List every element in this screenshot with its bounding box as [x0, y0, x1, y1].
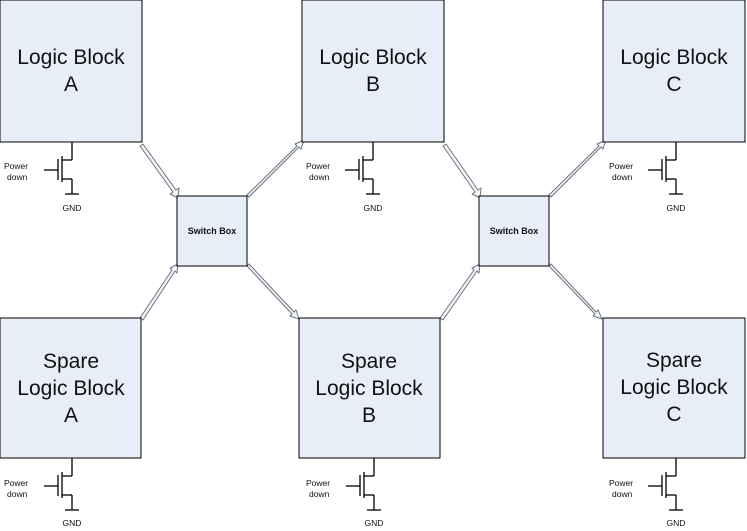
power-gate-logic-a-label-1: Power [4, 161, 28, 171]
power-gate-logic-c-gnd: GND [667, 203, 686, 213]
arrow-switch-2-to-logic-c [548, 139, 607, 198]
power-gate-spare-a-gnd: GND [63, 518, 82, 528]
logic-block-b-line-1: Logic Block [319, 46, 427, 69]
arrow-logic-b-to-switch-2 [442, 143, 482, 199]
connection-arrows [139, 139, 607, 321]
power-gate-spare-a-label-2: down [7, 489, 28, 499]
spare-logic-block-b-line-3: B [362, 404, 376, 427]
power-gate-logic-a-gnd: GND [63, 203, 82, 213]
power-gate-spare-b-label-1: Power [306, 478, 330, 488]
logic-block-a: Logic Block A [0, 0, 143, 143]
power-gate-logic-b-gnd: GND [364, 203, 383, 213]
power-gate-spare-b: Power down GND [306, 457, 384, 528]
spare-logic-block-a-line-2: Logic Block [17, 377, 125, 400]
spare-logic-block-b-line-1: Spare [341, 350, 397, 373]
power-gate-spare-c-label-1: Power [609, 478, 633, 488]
power-gate-logic-c: Power down GND [609, 141, 686, 213]
spare-logic-block-a-line-3: A [64, 404, 78, 427]
logic-block-b: Logic Block B [301, 0, 445, 143]
spare-logic-block-a: Spare Logic Block A [0, 317, 142, 459]
logic-block-c: Logic Block C [602, 0, 746, 143]
spare-logic-block-b-line-2: Logic Block [315, 377, 423, 400]
power-gate-logic-b-label-2: down [309, 172, 330, 182]
power-gate-logic-c-label-2: down [612, 172, 633, 182]
power-gate-logic-b-label-1: Power [306, 161, 330, 171]
power-gate-spare-b-gnd: GND [365, 518, 384, 528]
logic-block-b-line-2: B [366, 73, 380, 96]
spare-logic-block-b: Spare Logic Block B [298, 317, 441, 459]
power-gate-spare-a-label-1: Power [4, 478, 28, 488]
arrow-spare-b-to-switch-2 [439, 263, 481, 321]
switch-box-2-label: Switch Box [490, 226, 539, 236]
spare-logic-block-c-line-2: Logic Block [620, 376, 728, 399]
power-gate-spare-b-label-2: down [309, 489, 330, 499]
power-gate-spare-a: Power down GND [4, 457, 82, 528]
power-gate-logic-a-label-2: down [7, 172, 28, 182]
power-gate-logic-b: Power down GND [306, 141, 383, 213]
logic-block-c-line-2: C [666, 73, 681, 96]
switch-box-1-label: Switch Box [188, 226, 237, 236]
arrow-spare-a-to-switch-1 [139, 263, 179, 321]
spare-logic-block-c-line-3: C [666, 403, 681, 426]
switch-box-2: Switch Box [478, 195, 550, 267]
logic-block-a-line-2: A [64, 73, 78, 96]
power-gate-logic-c-label-1: Power [609, 161, 633, 171]
switch-box-1: Switch Box [176, 195, 248, 267]
power-gate-logic-a: Power down GND [4, 141, 82, 213]
spare-logic-block-c-line-1: Spare [646, 349, 702, 372]
arrow-switch-2-to-spare-c [548, 263, 603, 320]
power-gate-spare-c-label-2: down [612, 489, 633, 499]
spare-logic-block-c: Spare Logic Block C [602, 317, 746, 459]
arrow-switch-1-to-spare-b [246, 263, 300, 320]
arrow-switch-1-to-logic-b [246, 139, 305, 198]
logic-block-c-line-1: Logic Block [620, 46, 728, 69]
arrow-logic-a-to-switch-1 [139, 143, 180, 199]
spare-logic-block-a-line-1: Spare [43, 350, 99, 373]
power-gate-spare-c-gnd: GND [667, 518, 686, 528]
logic-block-a-line-1: Logic Block [17, 46, 125, 69]
power-gate-spare-c: Power down GND [609, 457, 686, 528]
